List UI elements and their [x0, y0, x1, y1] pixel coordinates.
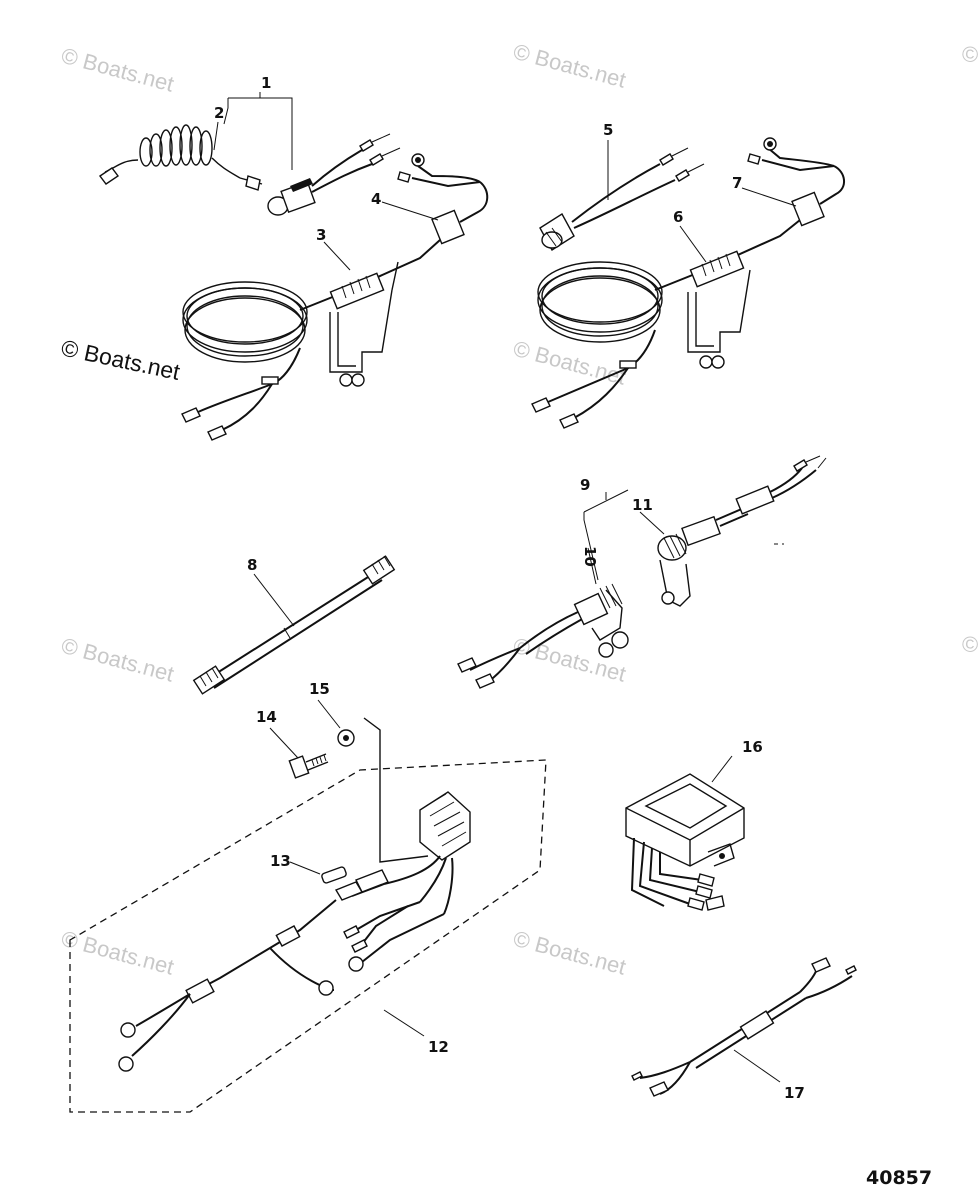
watermark: © Boats.net: [59, 43, 177, 97]
screw-washer-part: [288, 729, 355, 779]
remote-harness-right: [531, 137, 845, 429]
callout-13: 13: [270, 852, 291, 870]
extension-cable-part: [192, 555, 396, 695]
watermark: © Boats.net: [59, 633, 177, 687]
watermark: © Boats.net: [59, 926, 177, 980]
leader-lines: [213, 92, 797, 1083]
watermark-main: © Boats.net: [59, 334, 183, 385]
callout-labels: 1 2 3 4 5 6 7 8 9 10 11 12 13 14 15 16 1…: [214, 74, 805, 1102]
watermark: © Boats.net: [962, 632, 978, 657]
lead-harness-part: [631, 957, 857, 1097]
switch-assembly-part: [457, 455, 827, 689]
callout-10: 10: [581, 546, 599, 567]
stop-switch-lead-part: [539, 147, 705, 251]
watermark: © Boats.net: [511, 39, 629, 93]
rectifier-harness-part: [69, 717, 547, 1113]
callout-11: 11: [632, 496, 653, 514]
diagram-number: 40857: [866, 1167, 932, 1189]
callout-1: 1: [261, 74, 271, 92]
callout-16: 16: [742, 738, 763, 756]
callout-7: 7: [732, 174, 742, 192]
watermark: © Boats.net: [511, 336, 629, 390]
callout-15: 15: [309, 680, 330, 698]
callout-4: 4: [371, 190, 381, 208]
callout-8: 8: [247, 556, 257, 574]
callout-14: 14: [256, 708, 277, 726]
watermark-layer: © Boats.net © Boats.net © Boats.net © Bo…: [59, 39, 978, 980]
lanyard-stop-switch-part: [98, 124, 401, 216]
watermark: © Boats.net: [511, 926, 629, 980]
watermark: © Boats.net: [962, 42, 978, 67]
callout-3: 3: [316, 226, 326, 244]
coil-spring: [139, 124, 213, 167]
remote-harness-left: [181, 153, 489, 441]
callout-2: 2: [214, 104, 224, 122]
callout-5: 5: [603, 121, 613, 139]
module-box-part: [625, 773, 745, 911]
callout-17: 17: [784, 1084, 805, 1102]
callout-9: 9: [580, 476, 590, 494]
callout-6: 6: [673, 208, 683, 226]
callout-12: 12: [428, 1038, 449, 1056]
